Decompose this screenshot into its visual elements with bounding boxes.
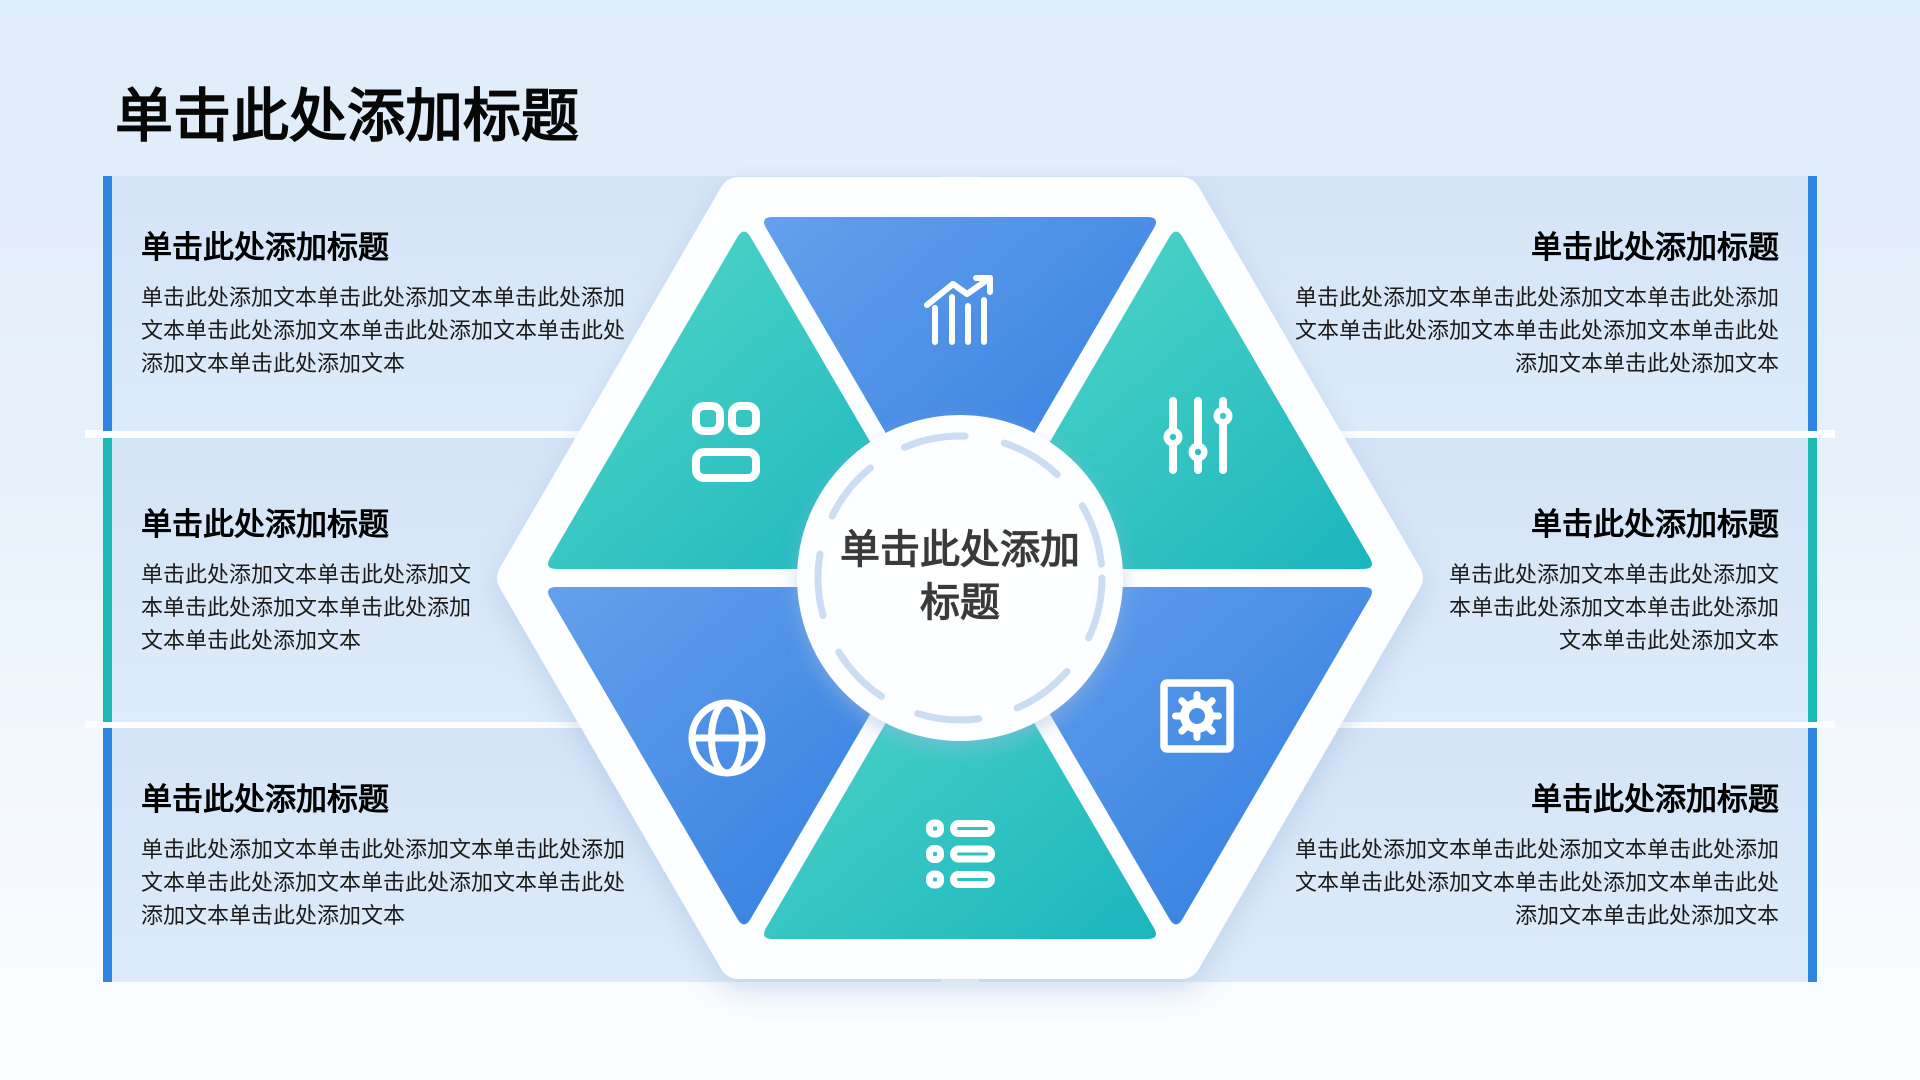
center-title-placeholder[interactable]: 单击此处添加标题	[840, 528, 1080, 625]
panel-body-placeholder[interactable]: 单击此处添加文本单击此处添加文本单击此处添加文本单击此处添加文本单击此处添加文本…	[141, 836, 626, 928]
panel-title-placeholder[interactable]: 单击此处添加标题	[1531, 781, 1779, 817]
grid-icon	[692, 402, 760, 482]
slide-title-placeholder[interactable]: 单击此处添加标题	[115, 84, 580, 149]
panel-body-placeholder[interactable]: 单击此处添加文本单击此处添加文本单击此处添加文本单击此处添加文本单击此处添加文本…	[141, 285, 626, 376]
panel-title-placeholder[interactable]: 单击此处添加标题	[141, 230, 389, 265]
center-circle	[797, 415, 1123, 741]
sector-bottom	[764, 601, 1156, 939]
panel-accent-bar	[1808, 176, 1817, 431]
bar-chart-up-icon	[924, 275, 993, 345]
panel-title-placeholder[interactable]: 单击此处添加标题	[141, 781, 389, 817]
panel-body-placeholder[interactable]: 单击此处添加文本单击此处添加文本单击此处添加文本单击此处添加文本单击此处添加文本	[1448, 561, 1779, 653]
list-icon	[926, 819, 995, 889]
sliders-icon	[1163, 397, 1233, 474]
panel-title-placeholder[interactable]: 单击此处添加标题	[141, 506, 389, 542]
panel-accent-bar	[103, 438, 112, 722]
panel-title-placeholder[interactable]: 单击此处添加标题	[1531, 506, 1779, 542]
panel-body-placeholder[interactable]: 单击此处添加文本单击此处添加文本单击此处添加文本单击此处添加文本单击此处添加文本	[141, 561, 472, 653]
sector-top	[764, 217, 1156, 555]
panel-body-placeholder[interactable]: 单击此处添加文本单击此处添加文本单击此处添加文本单击此处添加文本单击此处添加文本…	[1294, 285, 1779, 376]
panel-accent-bar	[103, 728, 112, 982]
gear-icon	[1160, 679, 1234, 753]
panel-accent-bar	[1808, 438, 1817, 722]
globe-icon	[688, 699, 766, 777]
panel-accent-bar	[103, 176, 112, 431]
center-dash-ring	[814, 432, 1106, 724]
panel-body-placeholder[interactable]: 单击此处添加文本单击此处添加文本单击此处添加文本单击此处添加文本单击此处添加文本…	[1294, 836, 1779, 928]
panel-accent-bar	[1808, 728, 1817, 982]
panel-title-placeholder[interactable]: 单击此处添加标题	[1531, 230, 1779, 265]
